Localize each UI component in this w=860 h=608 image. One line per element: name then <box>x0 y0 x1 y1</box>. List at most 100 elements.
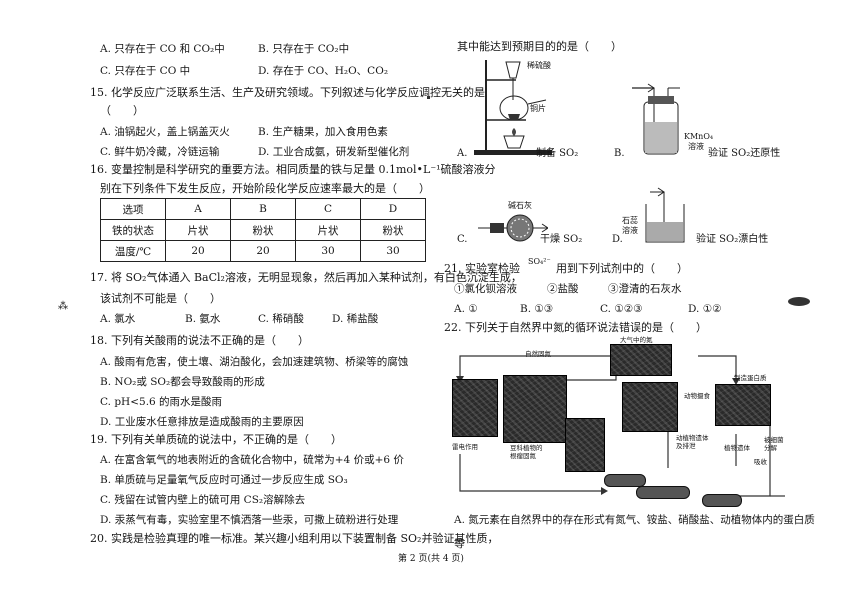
q21-option-d: D. ①② <box>688 303 722 315</box>
label-natural-fixation: 自然固氮 <box>525 350 551 358</box>
protein-photo <box>715 384 771 426</box>
table-cell: A <box>165 198 231 220</box>
label-make-protein: 制造蛋白质 <box>734 374 767 382</box>
q15-option-b: B. 生产糖果，加入食用色素 <box>258 126 388 138</box>
option-d-letter: D. <box>612 234 623 245</box>
q16-table: 选项 A B C D 铁的状态 片状 粉状 片状 粉状 温度/℃ 20 20 3… <box>100 198 426 262</box>
q18-option-b: B. NO₂或 SO₂都会导致酸雨的形成 <box>100 376 265 388</box>
q19-stem: 19. 下列有关单质硫的说法中，不正确的是（ ） <box>90 433 342 446</box>
q18-option-a: A. 酸雨有危害，使土壤、湖泊酸化，会加速建筑物、桥梁等的腐蚀 <box>100 356 409 368</box>
table-cell: 选项 <box>100 198 166 220</box>
q21-option-c: C. ①②③ <box>600 303 643 315</box>
lightning-photo <box>452 379 498 437</box>
table-cell: 粉状 <box>360 219 426 241</box>
label-plant-remains: 植物遗体 <box>724 444 750 452</box>
q21-reagent-2: ②盐酸 <box>547 283 579 295</box>
q15-stem: 15. 化学反应广泛联系生活、生产及研究领域。下列叙述与化学反应调控无关的是 <box>90 86 485 99</box>
option-c-caption: 干燥 SO₂ <box>540 234 583 245</box>
q17-option-c: C. 稀硝酸 <box>258 313 304 325</box>
q21-option-b: B. ①③ <box>520 303 554 315</box>
q21-stem-end: 用到下列试剂中的（ ） <box>556 262 688 275</box>
label-lightning: 雷电作用 <box>452 443 478 451</box>
q14-option-c: C. 只存在于 CO 中 <box>100 65 191 77</box>
flow-node <box>604 474 646 487</box>
sulfate-ion: SO₄²⁻ <box>528 257 551 266</box>
apparatus-b-diagram <box>632 83 680 155</box>
q17-stem: 17. 将 SO₂气体通入 BaCl₂溶液，无明显现象，然后再加入某种试剂，有白… <box>90 271 522 284</box>
q15-bracket: （ ） <box>100 104 144 117</box>
table-cell: B <box>230 198 296 220</box>
q22-option-a: A. 氮元素在自然界中的存在形式有氮气、铵盐、硝酸盐、动植物体内的蛋白质 <box>454 514 815 526</box>
option-b-caption: 验证 SO₂还原性 <box>708 148 781 159</box>
q22-stem: 22. 下列关于自然界中氮的循环说法错误的是（ ） <box>444 321 707 334</box>
q21-reagent-3: ③澄清的石灰水 <box>608 283 682 295</box>
table-cell: 铁的状态 <box>100 219 166 241</box>
flow-node <box>702 494 742 507</box>
q15-option-c: C. 鲜牛奶冷藏，冷链运输 <box>100 146 220 158</box>
q14-option-a: A. 只存在于 CO 和 CO₂中 <box>100 43 225 55</box>
q17-option-a: A. 氯水 <box>100 313 136 325</box>
q20-stem-cont: 其中能达到预期目的的是（ ） <box>457 40 622 53</box>
q21-option-a: A. ① <box>454 303 478 315</box>
table-cell: 20 <box>165 240 231 262</box>
label-legume: 豆科植物的 根瘤固氮 <box>510 444 543 460</box>
table-row: 温度/℃ 20 20 30 30 <box>100 240 426 262</box>
q14-option-b: B. 只存在于 CO₂中 <box>258 43 350 55</box>
apparatus-a-diagram <box>474 60 552 155</box>
q20-stem: 20. 实践是检验真理的唯一标准。某兴趣小组利用以下装置制备 SO₂并验证其性质… <box>90 532 499 545</box>
table-cell: 温度/℃ <box>100 240 166 262</box>
q18-option-d: D. 工业废水任意排放是造成酸雨的主要原因 <box>100 416 304 428</box>
flow-node <box>636 486 690 499</box>
scan-blot <box>788 297 810 306</box>
q16-stem-cont: 别在下列条件下发生反应，开始阶段化学反应速率最大的是（ ） <box>100 182 430 195</box>
page-footer: 第 2 页(共 4 页) <box>398 554 464 564</box>
label-litmus: 石蕊 <box>622 216 638 225</box>
apparatus-d-diagram <box>645 187 685 243</box>
option-a-letter: A. <box>457 148 468 159</box>
option-b-letter: B. <box>614 148 625 159</box>
table-cell: D <box>360 198 426 220</box>
table-row: 铁的状态 片状 粉状 片状 粉状 <box>100 219 426 241</box>
label-bacteria-decomposition: 被细菌 分解 <box>764 436 784 452</box>
label-solution-d: 溶液 <box>622 226 638 235</box>
q19-option-c: C. 残留在试管内壁上的硫可用 CS₂溶解除去 <box>100 494 306 506</box>
scan-dot <box>427 96 430 99</box>
table-cell: 30 <box>295 240 361 262</box>
q16-stem: 16. 变量控制是科学研究的重要方法。相同质量的铁与足量 0.1mol•L⁻¹硫… <box>90 163 496 176</box>
table-cell: 片状 <box>165 219 231 241</box>
label-soda-lime: 碱石灰 <box>508 201 532 210</box>
q19-option-a: A. 在富含氧气的地表附近的含硫化合物中，硫常为+4 价或+6 价 <box>100 454 404 466</box>
table-cell: 30 <box>360 240 426 262</box>
animal-photo <box>622 382 678 432</box>
q19-option-b: B. 单质硫与足量氧气反应时可通过一步反应生成 SO₃ <box>100 474 348 486</box>
legume-root-photo <box>503 375 567 443</box>
option-c-letter: C. <box>457 234 468 245</box>
q17-stem-cont: 该试剂不可能是（ ） <box>100 292 221 305</box>
label-animal-feeding: 动物摄食 <box>684 392 710 400</box>
table-cell: 片状 <box>295 219 361 241</box>
q14-option-d: D. 存在于 CO、H₂O、CO₂ <box>258 65 389 77</box>
q17-option-d: D. 稀盐酸 <box>332 313 379 325</box>
table-cell: 20 <box>230 240 296 262</box>
label-absorb: 吸收 <box>754 458 767 466</box>
q19-option-d: D. 汞蒸气有毒，实验室里不慎洒落一些汞，可撒上硫粉进行处理 <box>100 514 399 526</box>
apparatus-c-diagram <box>478 214 548 242</box>
q21-reagent-1: ①氯化钡溶液 <box>454 283 517 295</box>
scan-mark: ⁂ <box>58 301 68 312</box>
factory-photo <box>565 418 605 472</box>
atmosphere-photo <box>610 344 672 376</box>
option-a-caption: 制备 SO₂ <box>536 148 579 159</box>
label-remains: 动植物遗体 及排泄 <box>676 434 709 450</box>
q18-stem: 18. 下列有关酸雨的说法不正确的是（ ） <box>90 334 309 347</box>
q22-option-a-cont: 等 <box>454 538 465 550</box>
table-cell: C <box>295 198 361 220</box>
label-copper-sheet: 铜片 <box>530 104 546 113</box>
label-dilute-sulfuric-acid: 稀硫酸 <box>527 61 551 70</box>
label-kmno4: KMnO₄ <box>684 132 714 141</box>
q17-option-b: B. 氨水 <box>185 313 221 325</box>
option-d-caption: 验证 SO₂漂白性 <box>696 234 769 245</box>
label-atmospheric-nitrogen: 大气中的氮 <box>620 336 653 344</box>
q21-stem-start: 21. 实验室检验 <box>444 262 520 275</box>
q15-option-d: D. 工业合成氨，研发新型催化剂 <box>258 146 410 158</box>
q15-option-a: A. 油锅起火，盖上锅盖灭火 <box>100 126 230 138</box>
